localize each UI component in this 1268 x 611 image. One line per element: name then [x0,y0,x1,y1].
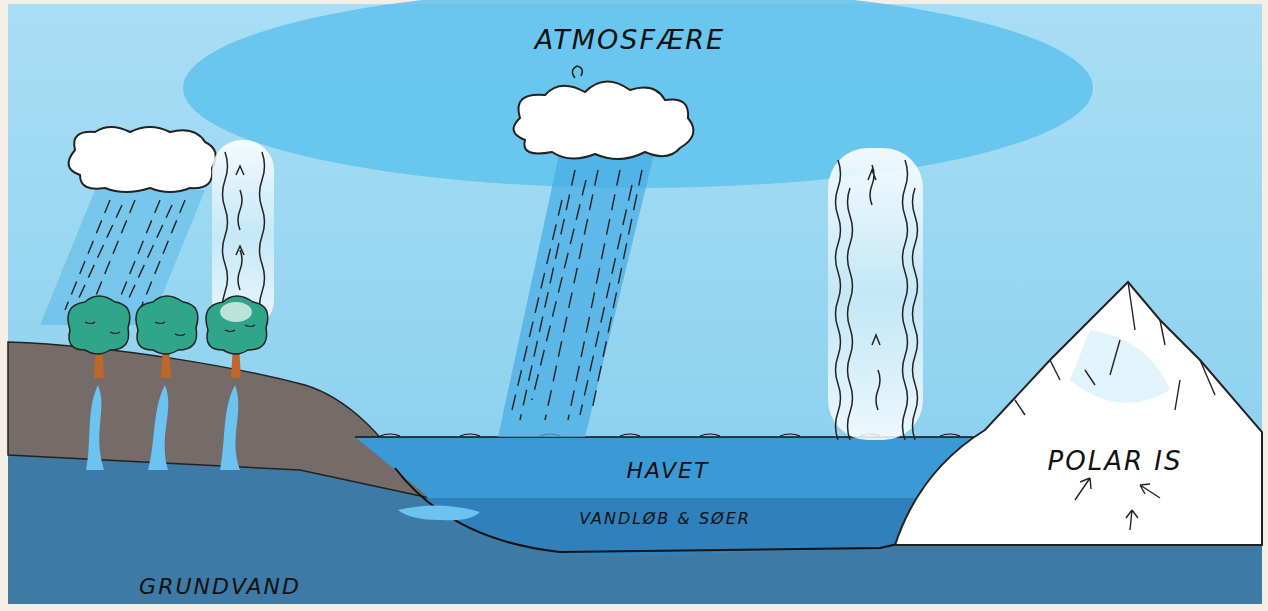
lakes-band-node: VANDLØB & SØER [545,505,785,533]
seepage-drop [220,385,240,470]
vapour-line [848,188,853,440]
cloud [69,127,216,192]
runoff-drop [398,505,480,520]
lakes-band [350,498,980,568]
region-label: VANDLØB & SØER [579,510,751,528]
rain-lines [512,170,642,420]
polar-ice-mountain [895,282,1262,545]
sea-rain [498,150,655,437]
leaf-marks [85,322,255,336]
vapour-line [903,160,908,440]
region-label: HAVET [627,459,710,483]
vapour-arrows [236,166,244,290]
cloud-curl [572,66,582,78]
ice-flow-arrows [1075,478,1160,530]
vapour-line [260,152,265,320]
atmosphere-region: ATMOSFÆRE [470,18,790,62]
mountain-ice [895,282,1262,545]
ice-cracks [1015,282,1215,415]
polar-ice-node: POLAR IS [1010,440,1220,482]
trees [68,296,268,378]
sea-evaporation [828,148,923,440]
vapour-column [828,148,923,440]
vapour-line [913,188,918,440]
region-label: GRUNDVAND [139,575,301,599]
region-label: POLAR IS [1048,447,1183,476]
tree-crown [68,296,130,354]
seepage-drop [86,385,104,470]
ocean-band: HAVET [568,455,768,487]
vapour-arrows [868,165,880,410]
rain-shaft [498,150,655,437]
seepage-drop [148,385,168,470]
region-label: ATMOSFÆRE [535,25,725,55]
vapour-line [223,152,228,320]
tree-crown [206,296,268,354]
tree-vapour [220,302,252,322]
rain-lines [65,200,185,310]
cloud [514,81,694,159]
vapour-line [836,160,841,440]
groundwater-node: GRUNDVAND [115,568,325,606]
tree-crown [136,296,198,354]
land [8,342,430,498]
